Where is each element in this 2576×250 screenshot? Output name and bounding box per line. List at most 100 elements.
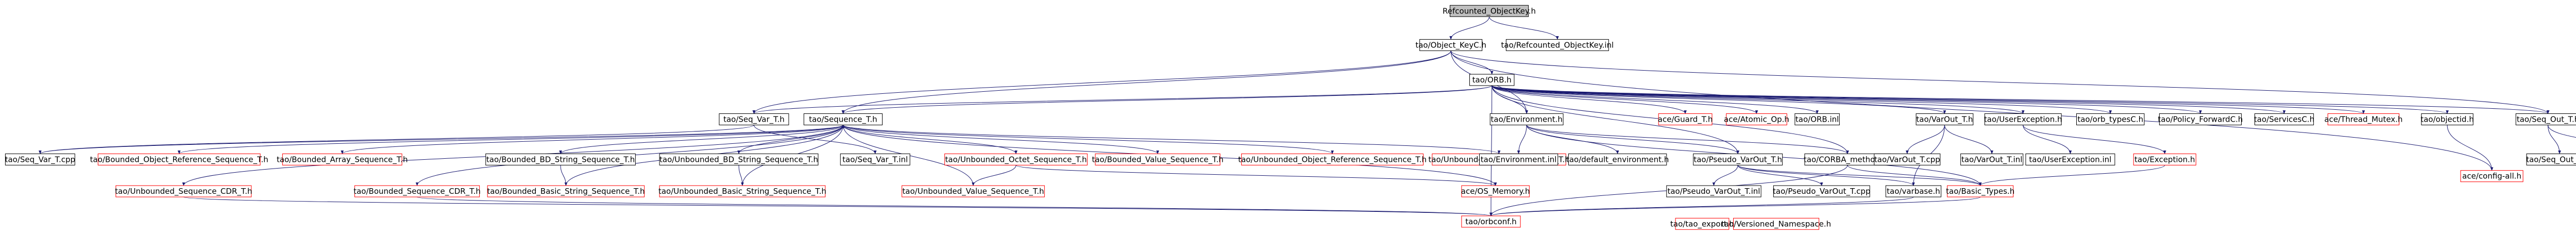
node-box (2133, 153, 2196, 165)
file-node-userexception-inl[interactable]: tao/UserException.inl (2025, 153, 2115, 165)
file-node-seq-out-t-h[interactable]: tao/Seq_Out_T.h (2515, 113, 2576, 125)
file-node-userexception-h[interactable]: tao/UserException.h (1984, 113, 2062, 125)
file-node-refcounted-objectkey-h[interactable]: Refcounted_ObjectKey.h (1443, 5, 1536, 17)
node-label: tao/Environment.inl (1481, 155, 1557, 164)
dependency-edge (1978, 164, 2165, 186)
file-node-seq-var-t-h[interactable]: tao/Seq_Var_T.h (719, 113, 789, 125)
node-label: tao/objectid.h (2420, 114, 2474, 124)
file-node-object-keyc-h[interactable]: tao/Object_KeyC.h (1415, 39, 1486, 51)
dependency-edge (1492, 85, 1819, 114)
file-node-bounded-seq-cdr-h[interactable]: tao/Bounded_Sequence_CDR_T.h (353, 185, 481, 197)
file-node-seq-out-t-inl[interactable]: tao/Seq_Out_T.inl (2526, 153, 2576, 165)
node-box (1675, 218, 1730, 230)
node-box (1658, 113, 1713, 125)
node-label: tao/UserException.inl (2029, 155, 2111, 164)
file-node-environment-inl[interactable]: tao/Environment.inl (1479, 153, 1558, 165)
dependency-edge (842, 125, 1501, 155)
file-node-policy-forwardc-h[interactable]: tao/Policy_ForwardC.h (2158, 113, 2243, 125)
file-node-pseudo-varout-t-inl[interactable]: tao/Pseudo_VarOut_T.inl (1666, 185, 1761, 197)
node-label: tao/Exception.h (2134, 155, 2195, 164)
file-node-thread-mutex-h[interactable]: ace/Thread_Mutex.h (2324, 113, 2403, 125)
node-box (1916, 113, 1974, 125)
node-label: tao/Versioned_Namespace.h (1721, 219, 1831, 229)
file-node-config-h[interactable]: ace/config-all.h (2460, 170, 2523, 182)
file-node-unbounded-value-seq-h[interactable]: tao/Unbounded_Value_Sequence_T.h (902, 185, 1045, 197)
node-label: tao/UserException.h (1984, 114, 2062, 124)
file-node-guard-t-h[interactable]: ace/Guard_T.h (1658, 113, 1713, 125)
file-node-servicesc-h[interactable]: tao/ServicesC.h (2254, 113, 2314, 125)
dependency-edge (1489, 16, 1559, 40)
node-label: tao/default_environment.h (1566, 155, 1669, 164)
node-label: tao/ServicesC.h (2254, 114, 2314, 124)
file-node-environment-h[interactable]: tao/Environment.h (1489, 113, 1564, 125)
node-label: tao/VarOut_T.inl (1961, 155, 2022, 164)
node-label: tao/Bounded_BD_String_Sequence_T.h (486, 155, 635, 164)
file-node-varout-t-cpp[interactable]: tao/VarOut_T.cpp (1874, 153, 1941, 165)
node-label: tao/Object_KeyC.h (1415, 40, 1486, 50)
file-node-orb-inl[interactable]: tao/ORB.inl (1794, 113, 1840, 125)
file-node-varbase-h[interactable]: tao/varbase.h (1885, 185, 1942, 197)
dependency-edge (40, 124, 844, 154)
file-node-tao-export-h[interactable]: tao/tao_export.h (1670, 218, 1734, 230)
node-label: Refcounted_ObjectKey.h (1443, 6, 1536, 16)
file-node-atomic-op-h[interactable]: ace/Atomic_Op.h (1724, 113, 1789, 125)
dependency-edge (1492, 85, 2285, 114)
file-node-bounded-value-seq-h[interactable]: tao/Bounded_Value_Sequence_T.h (1092, 153, 1224, 165)
node-label: tao/Bounded_Sequence_CDR_T.h (353, 187, 481, 196)
file-node-sequence-t-h[interactable]: tao/Sequence_T.h (803, 113, 883, 125)
node-box (944, 153, 1088, 165)
dependency-edge (1492, 85, 2549, 114)
dependency-edge (417, 196, 1493, 216)
file-node-varout-t-inl[interactable]: tao/VarOut_T.inl (1960, 153, 2024, 165)
file-node-unbounded-basic-string-seq-h[interactable]: tao/Unbounded_Basic_String_Sequence_T.h (658, 185, 826, 197)
dependency-edge (1737, 164, 1982, 186)
node-label: tao/Bounded_Basic_String_Sequence_T.h (487, 187, 645, 196)
file-node-orb-typesc-h[interactable]: tao/orb_typesC.h (2076, 113, 2145, 125)
file-node-unbounded-seq-cdr-h[interactable]: tao/Unbounded_Sequence_CDR_T.h (115, 185, 252, 197)
node-box (1874, 153, 1941, 165)
node-label: tao/varbase.h (1887, 187, 1940, 196)
file-node-bounded-obj-ref-seq-h[interactable]: tao/Bounded_Object_Reference_Sequence_T.… (90, 153, 268, 165)
node-label: tao/ORB.inl (1795, 114, 1839, 124)
node-label: ace/Atomic_Op.h (1724, 114, 1789, 124)
node-label: tao/VarOut_T.h (1916, 114, 1973, 124)
dependency-edge (1489, 196, 1981, 216)
node-label: tao/Environment.h (1491, 114, 1563, 124)
dependency-edge (2023, 125, 2166, 155)
node-box (902, 185, 1045, 197)
file-node-versioned-ns-h[interactable]: tao/Versioned_Namespace.h (1721, 218, 1831, 230)
node-label: tao/Basic_Types.h (1946, 187, 2014, 196)
dependency-edge (1526, 125, 1739, 155)
file-node-objectid-h[interactable]: tao/objectid.h (2420, 113, 2474, 125)
file-node-bounded-bd-string-seq-h[interactable]: tao/Bounded_BD_String_Sequence_T.h (485, 153, 636, 165)
file-node-os-memory-h[interactable]: ace/OS_Memory.h (1461, 185, 1530, 197)
file-node-exception-h[interactable]: tao/Exception.h (2133, 153, 2196, 165)
file-node-seq-var-t-cpp[interactable]: tao/Seq_Var_T.cpp (5, 153, 75, 165)
node-box (1461, 215, 1521, 228)
file-node-default-environment-h[interactable]: tao/default_environment.h (1566, 153, 1669, 165)
file-node-unbounded-octet-seq-h[interactable]: tao/Unbounded_Octet_Sequence_T.h (944, 153, 1088, 165)
dependency-edge (1492, 85, 2365, 114)
node-box (354, 185, 480, 197)
dependency-edge (183, 196, 1492, 216)
file-node-pseudo-varout-t-cpp[interactable]: tao/Pseudo_VarOut_T.cpp (1773, 185, 1870, 197)
file-node-seq-var-t-inl[interactable]: tao/Seq_Var_T.inl (840, 153, 910, 165)
file-node-orb-h[interactable]: tao/ORB.h (1469, 74, 1515, 86)
file-node-bounded-array-seq-h[interactable]: tao/Bounded_Array_Sequence_T.h (277, 153, 408, 165)
file-node-bounded-basic-string-seq-h[interactable]: tao/Bounded_Basic_String_Sequence_T.h (487, 185, 645, 197)
file-node-pseudo-varout-t-h[interactable]: tao/Pseudo_VarOut_T.h (1693, 153, 1783, 165)
file-node-var-out-t-h[interactable]: tao/VarOut_T.h (1916, 113, 1974, 125)
file-node-orbconf-h[interactable]: tao/orbconf.h (1461, 215, 1521, 228)
dependency-edge (560, 165, 568, 186)
file-node-unbounded-obj-ref-seq-h[interactable]: tao/Unbounded_Object_Reference_Sequence_… (1238, 153, 1427, 165)
node-box (1419, 39, 1483, 51)
dependency-edge (1492, 85, 1687, 114)
node-box (2460, 170, 2523, 182)
file-node-unbounded-bd-string-seq-h[interactable]: tao/Unbounded_BD_String_Sequence_T.h (659, 153, 819, 165)
node-box (840, 153, 910, 165)
file-node-corba-methods-h[interactable]: tao/CORBA_methods.h (1804, 153, 1891, 165)
node-box (2526, 153, 2576, 165)
file-node-basic-types-h[interactable]: tao/Basic_Types.h (1946, 185, 2014, 197)
file-node-refcounted-objectkey-inl[interactable]: tao/Refcounted_ObjectKey.inl (1501, 39, 1614, 51)
